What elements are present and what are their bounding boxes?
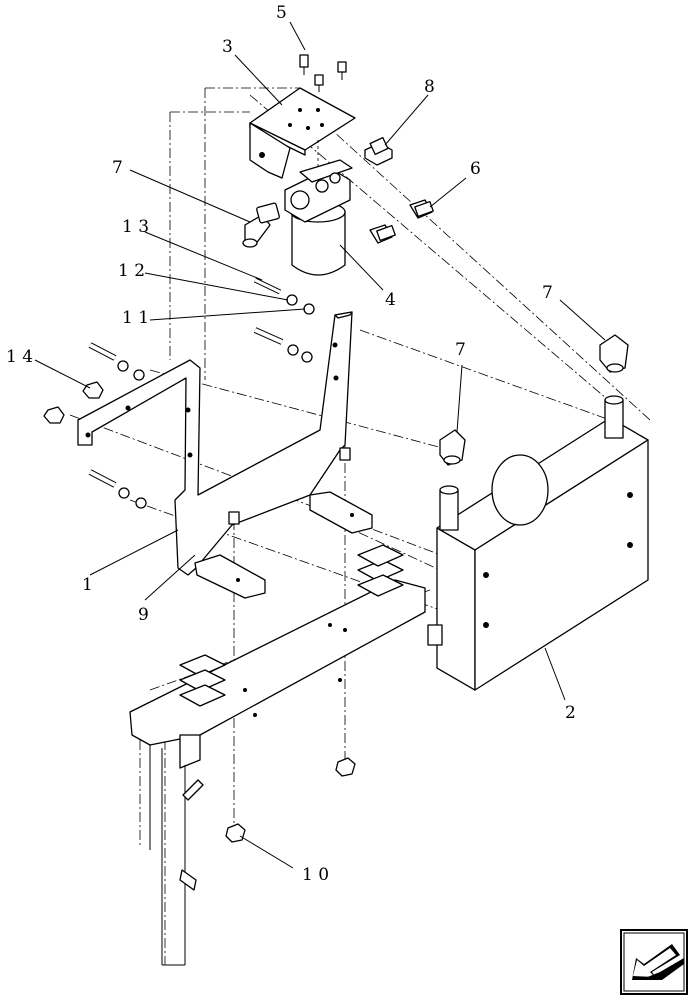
callout-1: 1: [82, 575, 93, 595]
lower-frame-member: [129, 579, 426, 966]
callout-7c: 7: [542, 283, 553, 303]
callout-13: 1 3: [122, 217, 149, 237]
elbow-fitting-upper: [242, 202, 280, 248]
callout-6: 6: [470, 159, 481, 179]
callout-leaders: [34, 21, 606, 869]
callout-2: 2: [565, 703, 576, 723]
arrow-down-left-icon: [632, 944, 684, 980]
mounting-bolts-top: [299, 54, 347, 92]
callout-5: 5: [276, 3, 287, 23]
callout-labels: 1 2 3 4 5 6 7 7 7 8 9 1 0 1 1 1 2 1 3 1 …: [6, 3, 576, 885]
callout-14: 1 4: [6, 347, 33, 367]
flange-nuts: [225, 757, 356, 843]
elbow-fitting-cooler-outlet: [599, 334, 629, 373]
oil-cooler: [427, 395, 649, 691]
callout-9: 9: [138, 605, 149, 625]
mid-bolt-washer-set: [253, 327, 313, 363]
callout-8: 8: [424, 77, 435, 97]
hydraulic-fitting: [364, 136, 393, 166]
callout-7a: 7: [112, 158, 123, 178]
upper-bolt-washer-set: [253, 277, 315, 315]
hex-bolts: [369, 199, 434, 244]
filter-mount-bracket: [249, 87, 356, 179]
bracket-bolts: [228, 447, 351, 525]
elbow-fitting-cooler-inlet: [439, 429, 466, 466]
callout-4: 4: [385, 290, 396, 310]
oil-filter-assembly: [284, 140, 353, 276]
callout-12: 1 2: [118, 261, 145, 281]
callout-7b: 7: [455, 340, 466, 360]
frame-clamps: [179, 544, 404, 707]
callout-11: 1 1: [122, 308, 149, 328]
previous-page-button[interactable]: [620, 929, 688, 995]
main-mounting-bracket: [77, 311, 373, 599]
callout-3: 3: [222, 37, 233, 57]
left-bolt-washer-set: [43, 342, 147, 509]
callout-10: 1 0: [302, 865, 329, 885]
